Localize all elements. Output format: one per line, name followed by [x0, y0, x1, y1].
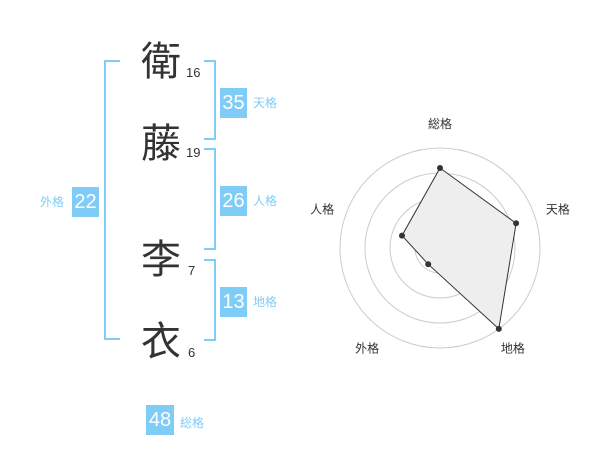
- name-char-1: 衛: [141, 39, 181, 85]
- radar-axis-label-2: 天格: [546, 202, 570, 217]
- chikaku-value: 13: [220, 287, 247, 317]
- stroke-count-3: 7: [188, 263, 196, 278]
- stroke-count-4: 6: [188, 345, 196, 360]
- radar-axis-label-4: 外格: [355, 340, 379, 355]
- radar-axis-label-5: 人格: [310, 202, 334, 217]
- radar-area: [401, 167, 517, 330]
- radar-axis-label-1: 総格: [428, 116, 452, 131]
- gaikaku-value: 22: [72, 187, 99, 217]
- radar-point-4: [425, 261, 432, 268]
- chikaku-label: 地格: [253, 295, 278, 309]
- name-char-2: 藤: [141, 121, 181, 167]
- radar-point-1: [437, 165, 443, 171]
- radar-point-5: [399, 232, 405, 239]
- radar-axis-label-3: 地格: [501, 340, 525, 355]
- soukaku-value: 48: [146, 405, 174, 435]
- radar-point-2: [513, 220, 520, 227]
- tenkaku-value: 35: [220, 88, 247, 118]
- jinkaku-value: 26: [220, 186, 247, 216]
- name-char-3: 李: [141, 237, 181, 283]
- radar-ring-4: [339, 147, 541, 349]
- tenkaku-bracket: [204, 60, 216, 140]
- name-char-4: 衣: [141, 319, 181, 365]
- radar-points: [399, 165, 520, 332]
- radar-point-3: [495, 325, 502, 332]
- jinkaku-label: 人格: [253, 194, 278, 208]
- stroke-count-1: 16: [186, 65, 201, 80]
- gaikaku-label: 外格: [40, 195, 65, 209]
- stroke-count-2: 19: [186, 145, 201, 160]
- chikaku-bracket: [204, 259, 216, 341]
- gaikaku-bracket: [104, 60, 120, 340]
- jinkaku-bracket: [204, 148, 216, 250]
- soukaku-label: 総格: [180, 416, 205, 430]
- tenkaku-label: 天格: [253, 96, 278, 110]
